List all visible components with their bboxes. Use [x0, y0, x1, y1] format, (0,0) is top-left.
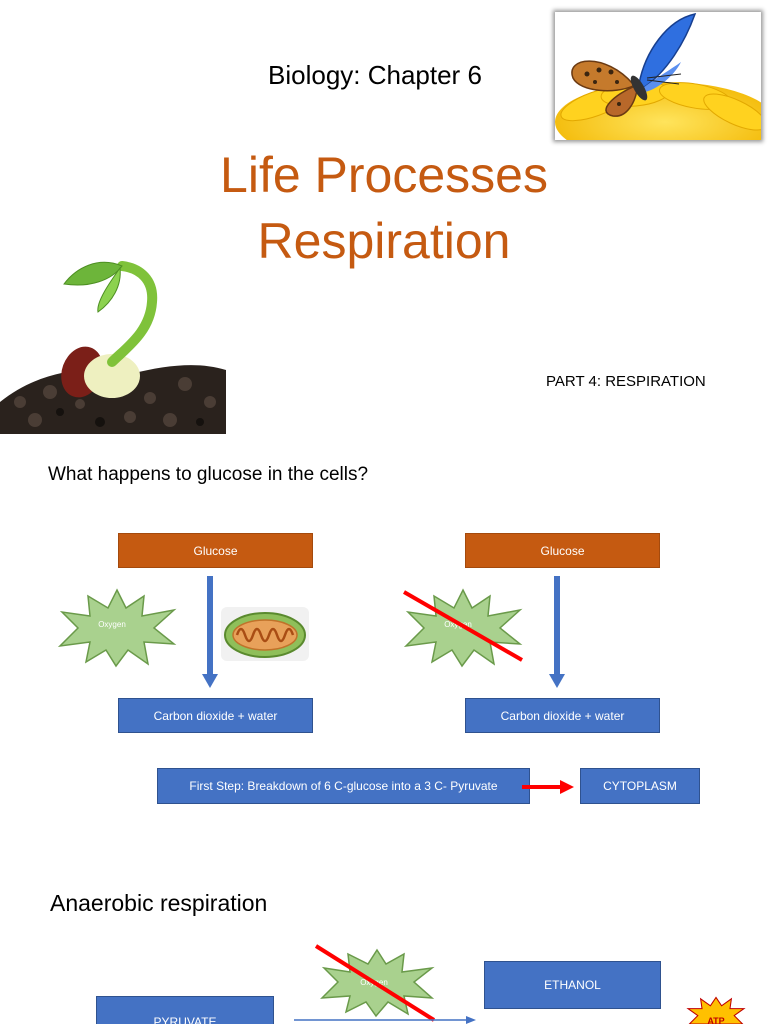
seedling-image: [0, 252, 226, 434]
ethanol-box: ETHANOL: [484, 961, 661, 1009]
cross-out-line-anaerobic: [314, 944, 436, 1022]
cross-out-line-right: [403, 590, 523, 662]
co2-water-box-left: Carbon dioxide + water: [118, 698, 313, 733]
oxygen-label-left: Oxygen: [98, 620, 126, 629]
glucose-slide: What happens to glucose in the cells? Gl…: [0, 434, 768, 862]
atp-burst: [686, 996, 746, 1024]
mitochondrion-image: [221, 607, 309, 661]
chapter-subtitle: Biology: Chapter 6: [268, 60, 482, 90]
part-label: PART 4: RESPIRATION: [546, 373, 706, 390]
down-arrow-left: [202, 576, 218, 688]
first-step-box: First Step: Breakdown of 6 C-glucose int…: [157, 768, 530, 804]
glucose-box-right: Glucose: [465, 533, 660, 568]
atp-label: ATP: [707, 1016, 725, 1024]
red-arrow: [522, 780, 574, 794]
question-heading: What happens to glucose in the cells?: [48, 464, 369, 485]
co2-water-box-right: Carbon dioxide + water: [465, 698, 660, 733]
pyruvate-box: PYRUVATE: [96, 996, 274, 1024]
anaerobic-heading: Anaerobic respiration: [50, 890, 268, 916]
title-line-1: Life Processes: [220, 147, 548, 203]
cytoplasm-box: CYTOPLASM: [580, 768, 700, 804]
glucose-box-left: Glucose: [118, 533, 313, 568]
title-slide: Biology: Chapter 6 Life Processes Respir…: [0, 0, 768, 434]
butterfly-image: [555, 12, 761, 140]
pyruvate-arrow: [294, 1016, 476, 1024]
anaerobic-slide: Anaerobic respiration Oxygen ETHANOL PYR…: [0, 862, 768, 1024]
down-arrow-right: [549, 576, 565, 688]
oxygen-burst-left: [57, 588, 177, 668]
title-line-2: Respiration: [257, 213, 511, 269]
